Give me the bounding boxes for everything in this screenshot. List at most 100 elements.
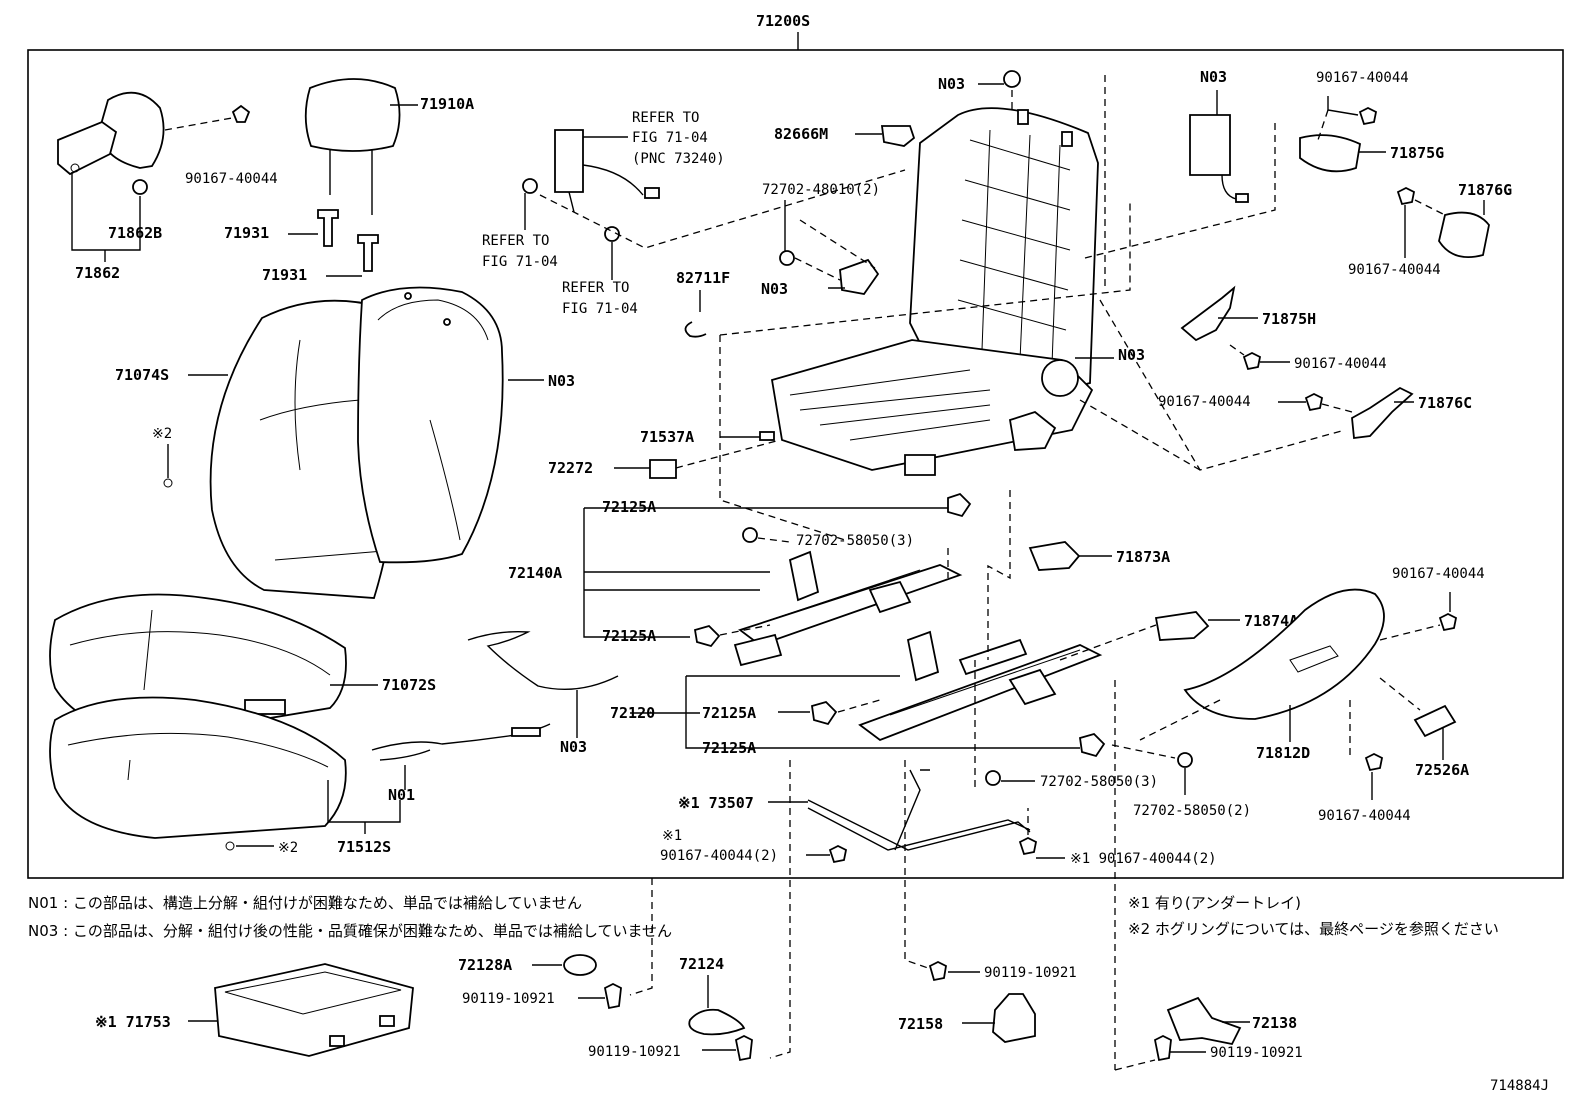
seat-back-cover-part[interactable] xyxy=(357,286,504,564)
part-label[interactable]: 71873A xyxy=(1116,548,1170,566)
part-label[interactable]: 72125A xyxy=(702,704,756,722)
part-label[interactable]: 72125A xyxy=(702,739,756,757)
part-label[interactable]: 72124 xyxy=(679,955,724,973)
part-label[interactable]: 90119-10921 xyxy=(984,965,1077,981)
cover-part[interactable] xyxy=(688,1008,746,1036)
mark-label[interactable]: ※2 xyxy=(278,840,298,856)
part-label[interactable]: N03 xyxy=(938,75,965,93)
clip-part[interactable] xyxy=(684,321,707,338)
cap-part[interactable] xyxy=(563,954,597,976)
refer-label[interactable]: REFER TO xyxy=(562,280,629,296)
part-label[interactable]: ※1 90167-40044(2) xyxy=(1070,851,1217,867)
part-label[interactable]: 72702-58050(3) xyxy=(796,533,914,549)
part-label[interactable]: 90167-40044 xyxy=(1392,566,1485,582)
part-label[interactable]: 71931 xyxy=(262,266,307,284)
bracket-part[interactable] xyxy=(839,258,880,295)
part-label[interactable]: 71875H xyxy=(1262,310,1316,328)
part-label[interactable]: 90167-40044 xyxy=(1316,70,1409,86)
refer-label[interactable]: FIG 71-04 xyxy=(632,130,708,146)
bracket-part[interactable] xyxy=(1028,541,1081,571)
assembly-pnc-label[interactable]: 71200S xyxy=(756,12,810,30)
part-label[interactable]: 90119-10921 xyxy=(462,991,555,1007)
part-label[interactable]: N03 xyxy=(560,738,587,756)
pad-part[interactable] xyxy=(759,431,775,441)
headrest-support-part[interactable] xyxy=(317,209,379,272)
part-label[interactable]: 90167-40044 xyxy=(185,171,278,187)
refer-label[interactable]: (PNC 73240) xyxy=(632,151,725,167)
seat-cushion-pad-part[interactable] xyxy=(49,696,347,839)
bracket-part[interactable] xyxy=(880,125,916,147)
part-label[interactable]: 71862 xyxy=(75,264,120,282)
part-label[interactable]: 72125A xyxy=(602,498,656,516)
part-label[interactable]: 71874A xyxy=(1244,612,1298,630)
trim-part[interactable] xyxy=(1180,285,1236,342)
headrest-part[interactable] xyxy=(304,78,401,215)
part-label[interactable]: 90167-40044 xyxy=(1294,356,1387,372)
seat-side-shield-part[interactable] xyxy=(1183,588,1385,720)
part-label[interactable]: 71910A xyxy=(420,95,474,113)
under-tray-wire-part[interactable] xyxy=(807,769,1031,851)
cover-part[interactable] xyxy=(1166,996,1242,1046)
side-airbag-part[interactable] xyxy=(1189,114,1249,203)
part-label[interactable]: N03 xyxy=(1118,346,1145,364)
part-label[interactable]: 72125A xyxy=(602,627,656,645)
part-label[interactable]: 71875G xyxy=(1390,144,1444,162)
part-label[interactable]: 71812D xyxy=(1256,744,1310,762)
part-label[interactable]: 90167-40044 xyxy=(1318,808,1411,824)
part-label[interactable]: 71931 xyxy=(224,224,269,242)
part-label[interactable]: 90167-40044 xyxy=(1348,262,1441,278)
cover-part[interactable] xyxy=(1438,211,1490,259)
headrest-guide-part[interactable] xyxy=(57,91,233,176)
part-label[interactable]: 90167-40044 xyxy=(1158,394,1251,410)
part-label[interactable]: N01 xyxy=(388,786,415,804)
part-label[interactable]: N03 xyxy=(761,280,788,298)
seat-cushion-frame-part[interactable] xyxy=(770,339,1094,476)
part-label[interactable]: 72272 xyxy=(548,459,593,477)
part-label[interactable]: 71074S xyxy=(115,366,169,384)
under-tray-part[interactable] xyxy=(214,963,414,1057)
seat-belt-buckle-part[interactable] xyxy=(522,129,660,242)
seat-track-lower-part[interactable] xyxy=(858,630,1103,742)
part-label[interactable]: 90167-40044(2) xyxy=(660,848,778,864)
part-label[interactable]: 71512S xyxy=(337,838,391,856)
refer-label[interactable]: REFER TO xyxy=(482,233,549,249)
refer-label[interactable]: FIG 71-04 xyxy=(482,254,558,270)
part-label[interactable]: N03 xyxy=(548,372,575,390)
part-label[interactable]: 72128A xyxy=(458,956,512,974)
part-label[interactable]: 72138 xyxy=(1252,1014,1297,1032)
part-label[interactable]: 82711F xyxy=(676,269,730,287)
part-label[interactable]: ※1 73507 xyxy=(678,794,754,812)
refer-label[interactable]: REFER TO xyxy=(632,110,699,126)
part-label[interactable]: 90119-10921 xyxy=(588,1044,681,1060)
clip-part[interactable] xyxy=(810,700,838,726)
part-label[interactable]: 71876C xyxy=(1418,394,1472,412)
part-label[interactable]: 72158 xyxy=(898,1015,943,1033)
part-label[interactable]: 90119-10921 xyxy=(1210,1045,1303,1061)
part-label[interactable]: 72702-58050(3) xyxy=(1040,774,1158,790)
part-label[interactable]: 72702-58050(2) xyxy=(1133,803,1251,819)
knob-part[interactable] xyxy=(1413,704,1457,738)
refer-label[interactable]: FIG 71-04 xyxy=(562,301,638,317)
clip-part[interactable] xyxy=(649,459,677,479)
part-label[interactable]: ※1 71753 xyxy=(95,1013,171,1031)
trim-part[interactable] xyxy=(1351,386,1414,440)
clip-part[interactable] xyxy=(693,624,721,648)
part-label[interactable]: 82666M xyxy=(774,125,828,143)
part-label[interactable]: N03 xyxy=(1200,68,1227,86)
cover-part[interactable] xyxy=(1299,134,1362,173)
mark-label[interactable]: ※1 xyxy=(662,828,682,844)
seat-back-frame-part[interactable] xyxy=(909,107,1099,394)
bracket-part[interactable] xyxy=(1154,611,1210,641)
part-label[interactable]: 72140A xyxy=(508,564,562,582)
part-label[interactable]: 72702-48010(2) xyxy=(762,182,880,198)
cover-part[interactable] xyxy=(992,993,1036,1043)
part-label[interactable]: 71537A xyxy=(640,428,694,446)
part-label[interactable]: 71072S xyxy=(382,676,436,694)
clip-part[interactable] xyxy=(1078,732,1106,758)
part-label[interactable]: 71876G xyxy=(1458,181,1512,199)
seat-track-upper-part[interactable] xyxy=(733,550,963,667)
part-label[interactable]: 72120 xyxy=(610,704,655,722)
part-label[interactable]: 72526A xyxy=(1415,761,1469,779)
clip-part[interactable] xyxy=(947,492,972,518)
part-label[interactable]: 71862B xyxy=(108,224,162,242)
